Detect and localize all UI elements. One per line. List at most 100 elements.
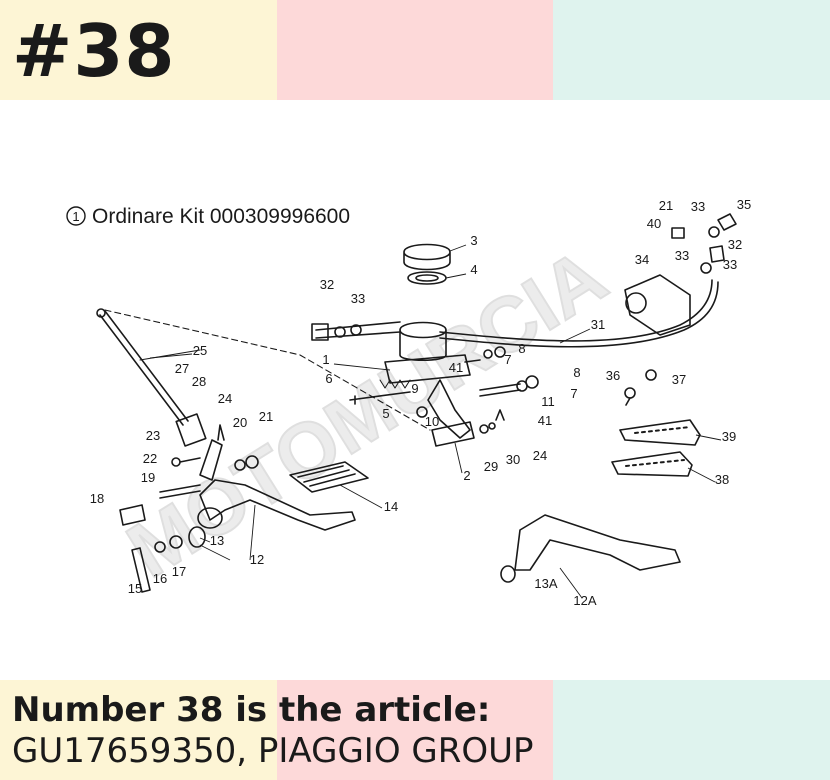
callout-c21a: 21	[259, 409, 273, 424]
leader-4	[445, 273, 467, 279]
leader-3	[449, 244, 467, 252]
cap-37	[645, 369, 657, 381]
bolt-36	[624, 387, 636, 399]
leader-31	[559, 328, 591, 344]
callout-c18: 18	[90, 491, 104, 506]
callout-c16: 16	[153, 571, 167, 586]
callout-c7a: 7	[504, 352, 511, 367]
linkage-dashed-line	[104, 309, 431, 431]
header-color-band	[0, 0, 830, 100]
reservoir-gasket	[407, 271, 447, 285]
callout-c2: 2	[463, 468, 470, 483]
footer-color-band	[0, 680, 830, 780]
callout-c17: 17	[172, 564, 186, 579]
callout-c40: 40	[647, 216, 661, 231]
callout-c5: 5	[382, 406, 389, 421]
washer-7-upper	[483, 349, 493, 359]
master-cylinder-body	[384, 354, 471, 384]
leader-14	[339, 484, 383, 509]
exploded-parts-diagram: MOTOMURCIA 1 Ordinare Kit 000309996600	[66, 197, 751, 608]
caliper-piston	[625, 292, 647, 314]
spring-5	[379, 379, 411, 389]
leader-38	[687, 467, 716, 483]
callout-c35: 35	[737, 197, 751, 212]
bolt-22-shank	[179, 457, 201, 463]
bolt-32-left	[311, 323, 329, 341]
leader-2	[454, 442, 463, 474]
brake-rod	[99, 310, 189, 426]
brake-pedal-12	[199, 479, 356, 531]
band-mint	[553, 680, 830, 780]
callout-c3: 3	[470, 233, 477, 248]
pedal-pad-14	[289, 461, 369, 493]
rod-spring	[139, 349, 201, 361]
washer-20	[234, 459, 246, 471]
nut-8-upper	[494, 346, 506, 358]
article-caption-title: Number 38 is the article:	[12, 690, 491, 730]
washer-33-right-b	[700, 262, 712, 274]
callout-c10: 10	[425, 414, 439, 429]
washer-30	[488, 422, 496, 430]
band-mint	[553, 0, 830, 100]
callout-c4: 4	[470, 262, 477, 277]
rear-caliper-34	[624, 274, 691, 336]
pin-11	[479, 383, 521, 397]
rod-end	[96, 308, 106, 318]
callout-c24b: 24	[533, 448, 547, 463]
callout-c13a: 13A	[534, 576, 557, 591]
callout-c31: 31	[591, 317, 605, 332]
callout-c15: 15	[128, 581, 142, 596]
callout-c32b: 32	[728, 237, 742, 252]
bush-13a	[500, 565, 516, 583]
leader-13	[199, 537, 211, 543]
callout-c36: 36	[606, 368, 620, 383]
leader-13-b	[199, 544, 231, 561]
callout-c24a: 24	[218, 391, 232, 406]
callout-c34: 34	[635, 252, 649, 267]
brake-pad-38	[611, 451, 693, 477]
nut-21-left	[245, 455, 259, 469]
leader-39	[695, 434, 722, 441]
kit-note-symbol: 1	[72, 209, 79, 224]
split-pin-24-right	[495, 409, 505, 421]
callout-c41a: 41	[449, 360, 463, 375]
callout-c9: 9	[411, 381, 418, 396]
callout-c12: 12	[250, 552, 264, 567]
callout-c33a: 33	[351, 291, 365, 306]
split-pin-24-left	[217, 424, 225, 441]
brake-line-31	[439, 279, 719, 348]
nut-8-lower	[525, 375, 539, 389]
bolt-6	[349, 391, 411, 405]
washer-17	[169, 535, 183, 549]
brake-pedal-12a	[514, 514, 681, 571]
pad-39-dots	[634, 426, 691, 434]
callout-c13: 13	[210, 533, 224, 548]
callout-c33c: 33	[675, 248, 689, 263]
callout-c25: 25	[193, 343, 207, 358]
callout-c27: 27	[175, 361, 189, 376]
washer-33-left-b	[350, 324, 362, 336]
bush-13	[188, 526, 206, 548]
band-yellow	[0, 0, 277, 100]
washer-10	[416, 406, 428, 418]
washer-29	[479, 424, 489, 434]
callout-c1: 1	[322, 352, 329, 367]
kit-note-text: Ordinare Kit 000309996600	[92, 205, 350, 228]
bleeder-35	[717, 213, 737, 231]
rod-fork	[175, 413, 207, 447]
leader-12	[249, 504, 256, 561]
callout-c14: 14	[384, 499, 398, 514]
callout-c6: 6	[325, 371, 332, 386]
cap-21-right	[671, 227, 685, 239]
callout-c33b: 33	[691, 199, 705, 214]
callout-c30: 30	[506, 452, 520, 467]
bolt-41-upper	[464, 359, 481, 363]
callout-c11: 11	[541, 394, 555, 409]
pedal-stub	[199, 439, 223, 481]
master-cylinder-bracket	[427, 379, 471, 439]
adjuster-18	[119, 504, 146, 526]
article-caption-code: GU17659350, PIAGGIO GROUP	[12, 731, 534, 771]
pad-38-dots	[625, 459, 685, 467]
band-pink	[277, 680, 553, 780]
bolt-36-shank	[625, 397, 631, 406]
